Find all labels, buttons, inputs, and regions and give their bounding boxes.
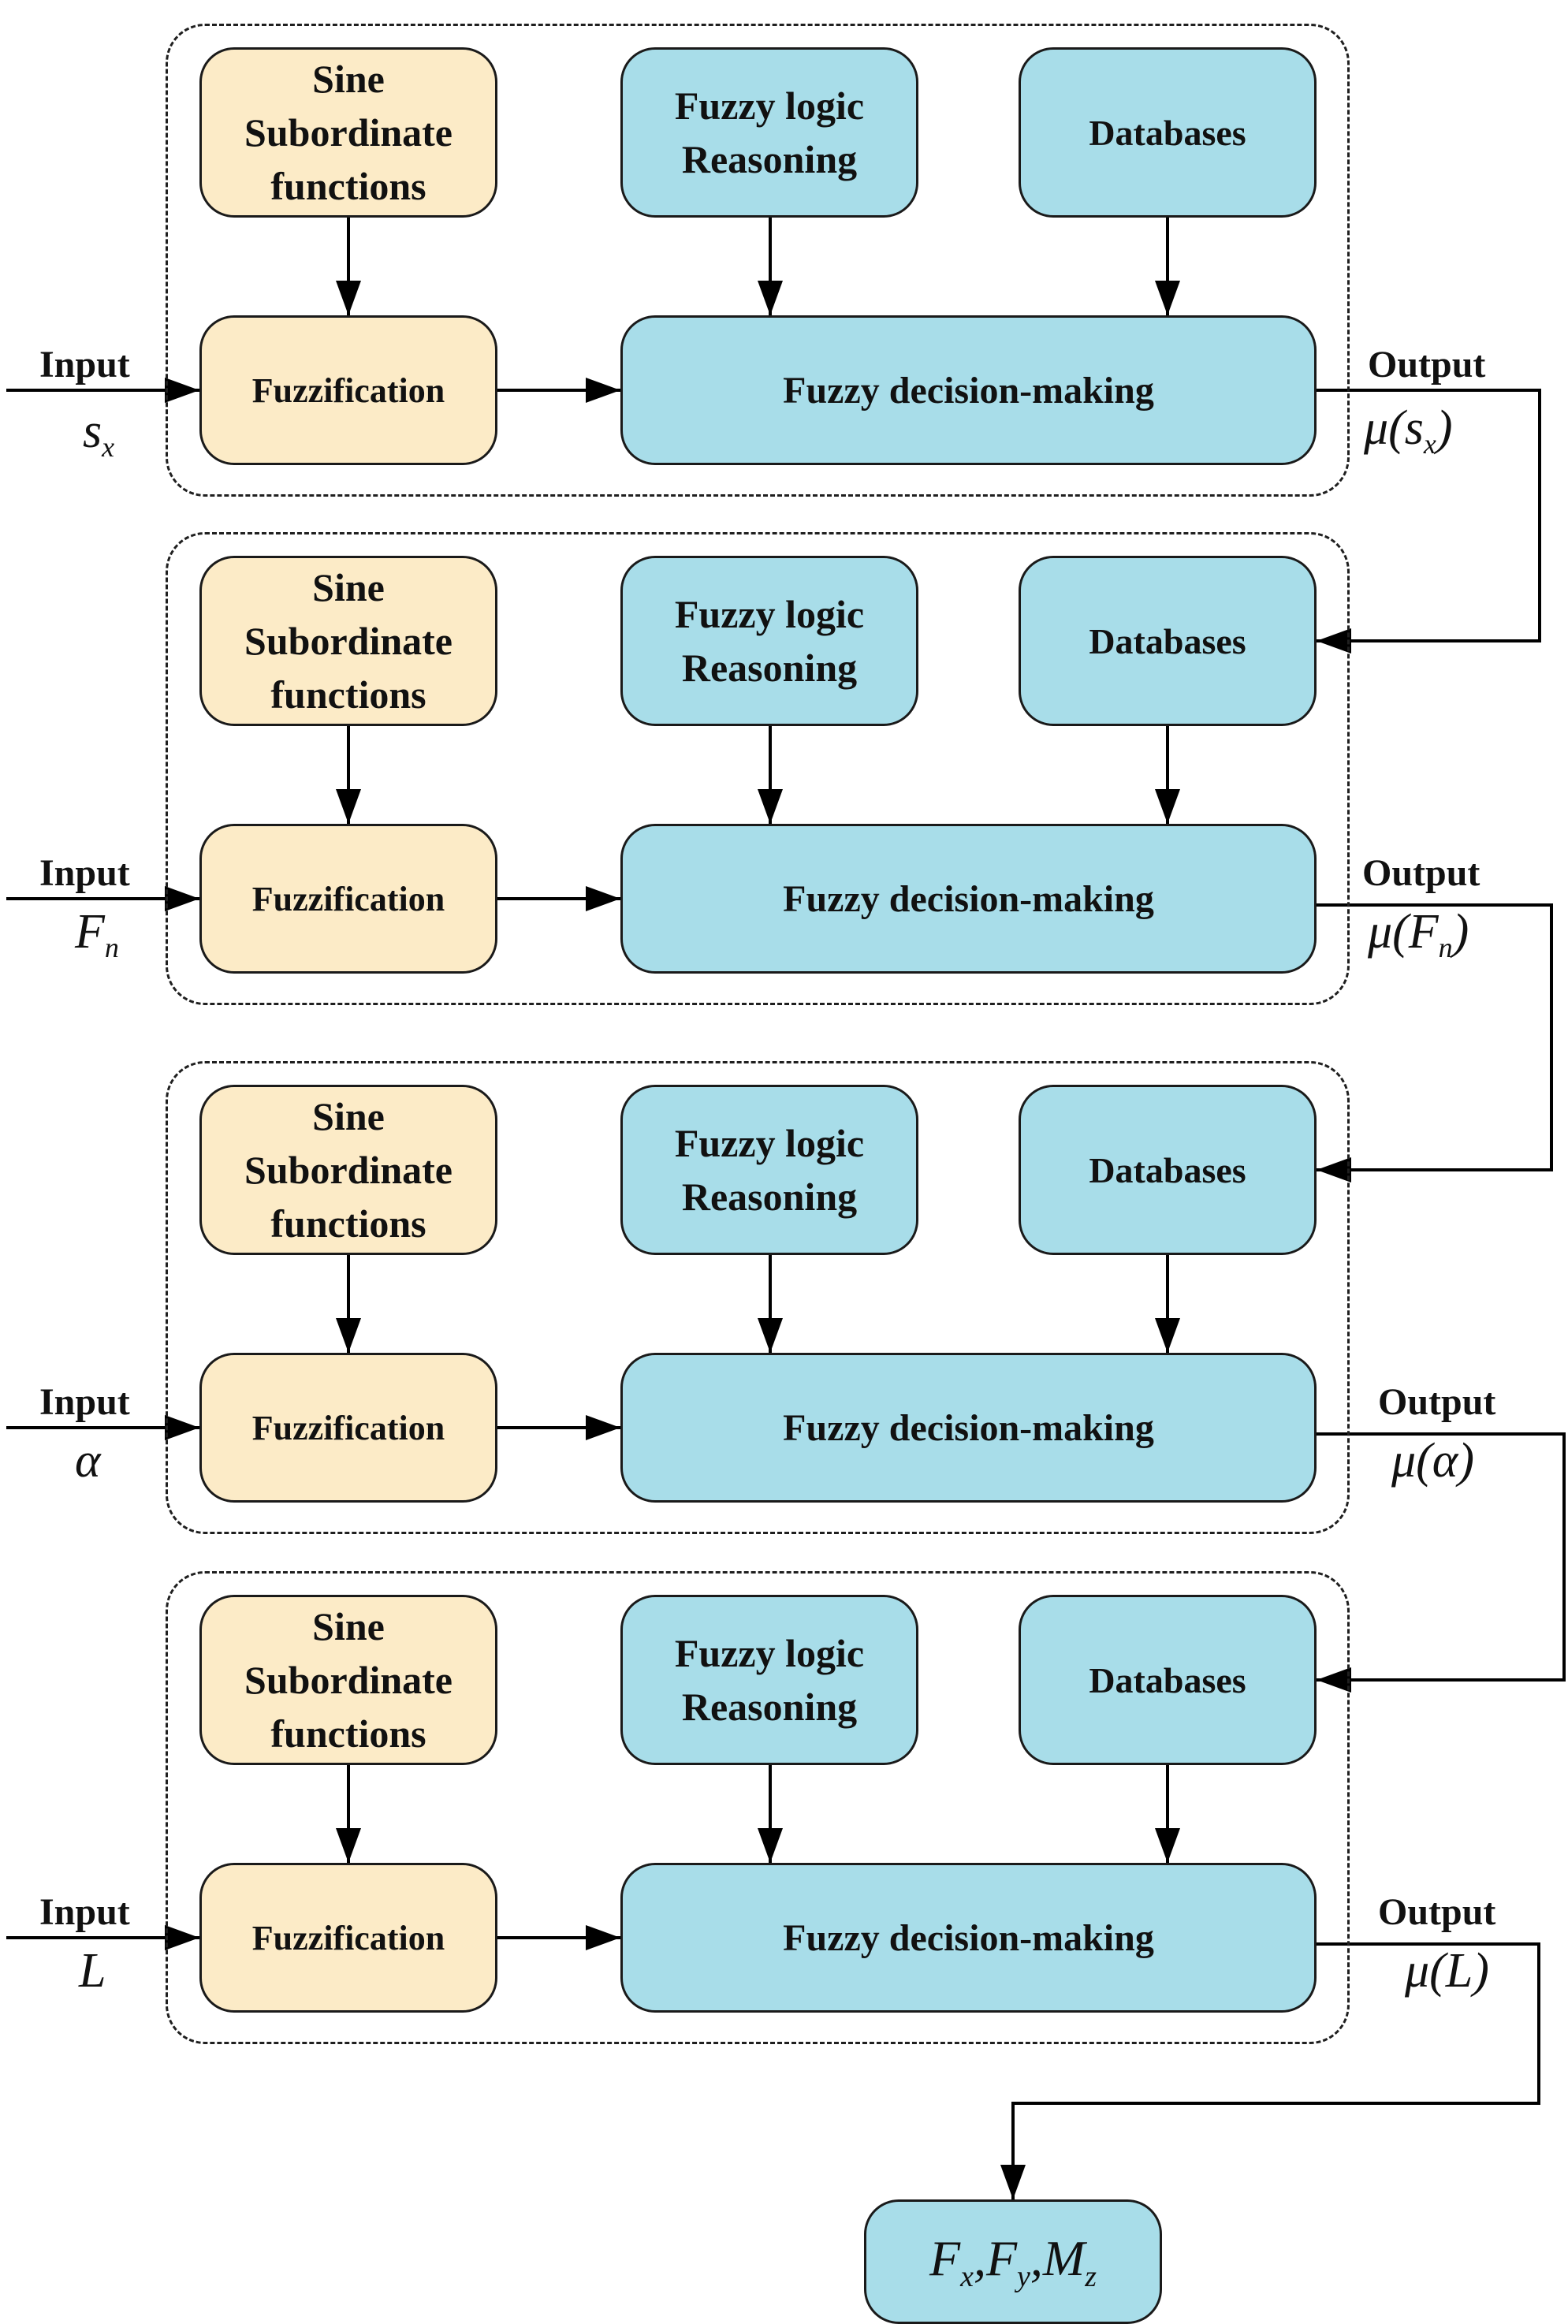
fuzzy-logic-line-1: Fuzzy logic <box>674 592 865 636</box>
final-term-3-subscript: z <box>1085 2260 1097 2293</box>
fuzzification-box: Fuzzification <box>199 1863 497 2013</box>
output-expr-main: μ(L <box>1405 1944 1473 1998</box>
final-term-1-subscript: x <box>960 2260 974 2293</box>
fuzzy-decision-making-box: Fuzzy decision-making <box>620 315 1317 465</box>
output-expression: μ(sx) <box>1364 400 1453 460</box>
fuzzy-logic-line-1: Fuzzy logic <box>674 1631 865 1675</box>
stage-group-border <box>166 1061 1350 1534</box>
fuzzy-stage-2: Sine Subordinate functions Fuzzy logic R… <box>0 524 1568 1029</box>
input-variable: L <box>79 1943 106 2003</box>
fuzzy-logic-line-1: Fuzzy logic <box>674 1121 865 1165</box>
fuzzification-box: Fuzzification <box>199 315 497 465</box>
input-label: Input <box>39 852 130 894</box>
fuzzy-stage-1: Sine Subordinate functions Fuzzy logic R… <box>0 16 1568 520</box>
output-expr-subscript: n <box>1438 932 1453 963</box>
sine-line-2: Subordinate <box>244 110 453 155</box>
stage-group-border <box>166 532 1350 1005</box>
final-output-box: Fx ,Fy ,Mz <box>864 2199 1162 2324</box>
databases-box: Databases <box>1019 47 1317 218</box>
fuzzy-logic-line-1: Fuzzy logic <box>674 84 865 128</box>
input-variable: sx <box>83 404 114 464</box>
fuzzification-box: Fuzzification <box>199 1353 497 1503</box>
databases-box: Databases <box>1019 1085 1317 1255</box>
output-expr-close: ) <box>1473 1944 1489 1998</box>
stage-group-border <box>166 1571 1350 2044</box>
output-expr-main: μ(α <box>1391 1434 1458 1488</box>
fuzzy-logic-line-2: Reasoning <box>681 1175 858 1219</box>
input-label: Input <box>39 1891 130 1933</box>
output-expr-close: ) <box>1436 401 1453 455</box>
sine-subordinate-functions-box: Sine Subordinate functions <box>199 47 497 218</box>
sine-line-3: functions <box>270 672 426 717</box>
databases-box: Databases <box>1019 1595 1317 1765</box>
fuzzy-decision-making-box: Fuzzy decision-making <box>620 1353 1317 1503</box>
input-var-subscript: n <box>104 932 119 963</box>
sine-line-3: functions <box>270 1201 426 1246</box>
fuzzy-decision-making-box: Fuzzy decision-making <box>620 1863 1317 2013</box>
final-term-1: Fx <box>929 2229 974 2294</box>
fuzzy-stage-3: Sine Subordinate functions Fuzzy logic R… <box>0 1053 1568 1558</box>
sine-line-2: Subordinate <box>244 619 453 663</box>
output-label: Output <box>1378 1381 1496 1423</box>
sine-line-3: functions <box>270 164 426 208</box>
fuzzy-logic-line-2: Reasoning <box>681 1685 858 1729</box>
stage-4-output-to-final-arrow-head <box>1000 2165 1026 2199</box>
fuzzy-logic-line-2: Reasoning <box>681 137 858 181</box>
output-expression: μ(L) <box>1405 1943 1489 2003</box>
databases-box: Databases <box>1019 556 1317 726</box>
fuzzy-logic-reasoning-box: Fuzzy logic Reasoning <box>620 1595 918 1765</box>
output-label: Output <box>1368 344 1486 385</box>
input-label: Input <box>39 344 130 385</box>
fuzzification-box: Fuzzification <box>199 824 497 974</box>
sine-subordinate-functions-box: Sine Subordinate functions <box>199 556 497 726</box>
sine-subordinate-functions-box: Sine Subordinate functions <box>199 1085 497 1255</box>
output-expr-main: μ(s <box>1364 401 1424 455</box>
sine-line-1: Sine <box>312 1604 385 1648</box>
input-var-symbol: F <box>75 905 105 959</box>
input-var-symbol: s <box>83 404 102 458</box>
stage-group-border <box>166 24 1350 497</box>
output-expr-subscript: x <box>1423 428 1436 460</box>
final-term-1-symbol: F <box>929 2230 961 2286</box>
final-term-3-symbol: ,M <box>1030 2230 1086 2286</box>
fuzzy-decision-making-box: Fuzzy decision-making <box>620 824 1317 974</box>
fuzzy-logic-reasoning-box: Fuzzy logic Reasoning <box>620 556 918 726</box>
input-variable: Fn <box>75 904 119 964</box>
final-term-2-subscript: y <box>1017 2260 1030 2293</box>
output-expr-close: ) <box>1458 1434 1474 1488</box>
output-expression: μ(Fn) <box>1368 904 1469 964</box>
sine-line-3: functions <box>270 1711 426 1756</box>
sine-line-2: Subordinate <box>244 1658 453 1702</box>
fuzzy-stage-4: Sine Subordinate functions Fuzzy logic R… <box>0 1563 1568 2068</box>
output-label: Output <box>1378 1891 1496 1933</box>
output-label: Output <box>1362 852 1480 894</box>
input-var-symbol: α <box>75 1434 101 1488</box>
final-term-3: ,Mz <box>1030 2229 1097 2294</box>
fuzzy-logic-reasoning-box: Fuzzy logic Reasoning <box>620 1085 918 1255</box>
final-term-2-symbol: ,F <box>973 2230 1018 2286</box>
sine-line-1: Sine <box>312 57 385 101</box>
sine-line-1: Sine <box>312 1094 385 1138</box>
sine-subordinate-functions-box: Sine Subordinate functions <box>199 1595 497 1765</box>
input-label: Input <box>39 1381 130 1423</box>
output-expr-close: ) <box>1452 905 1469 959</box>
sine-line-1: Sine <box>312 565 385 609</box>
output-expression: μ(α) <box>1391 1433 1474 1493</box>
fuzzy-logic-line-2: Reasoning <box>681 646 858 690</box>
input-var-subscript: x <box>102 431 115 463</box>
output-expr-main: μ(F <box>1368 905 1439 959</box>
sine-line-2: Subordinate <box>244 1148 453 1192</box>
final-term-2: ,Fy <box>974 2229 1030 2294</box>
input-variable: α <box>75 1433 101 1493</box>
fuzzy-logic-reasoning-box: Fuzzy logic Reasoning <box>620 47 918 218</box>
input-var-symbol: L <box>79 1944 106 1998</box>
